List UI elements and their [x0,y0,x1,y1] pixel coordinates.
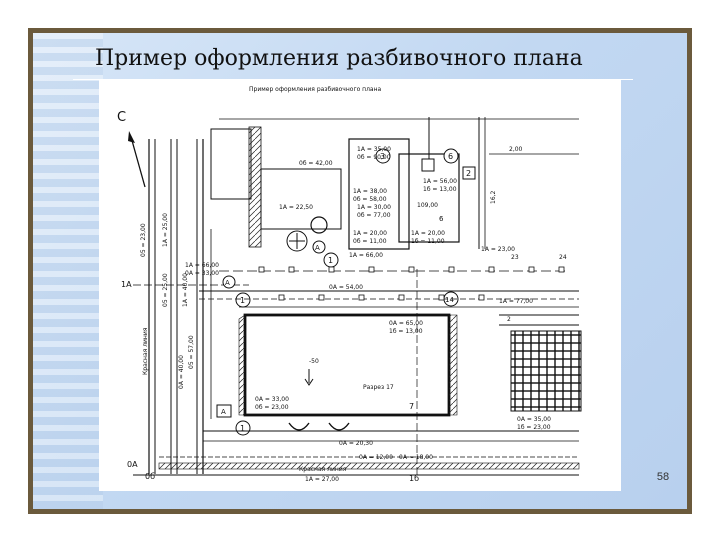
marker-6-text: 6 [448,152,453,161]
bollards-row-top [258,266,565,301]
label-0A-54: 0А = 54,00 [329,284,363,291]
label-v3: 05 = 25,00 [162,273,169,307]
marker-14-text: 14 [445,296,454,304]
bottom-curb [158,462,580,470]
marker-3 [375,148,391,164]
building-right [398,153,460,243]
label-109: 109,00 [417,202,438,209]
label-v5: 0А = 40,00 [178,355,185,389]
label-1A-20: 1А = 20,00 [353,230,387,237]
label-0A-12: 0А = 12,00 [359,454,393,461]
marker-A3 [216,404,232,418]
label-v2: 1А = 25,00 [162,213,169,247]
slide: Пример оформления разбивочного плана При… [33,33,687,509]
label-0b-11: 0б = 11,00 [353,238,387,245]
building-hatch-right [448,314,458,416]
label-0A-18: 0А = 18,00 [399,454,433,461]
axis-1b: 1б [409,474,419,483]
label-krasnaya: Красная линия [299,466,347,473]
label-0b-23: 0б = 23,00 [255,404,289,411]
layout-plan-drawing: Пример оформления разбивочного плана С 0… [99,79,621,491]
label-1A-77: 1А = 77,00 [499,298,533,305]
slide-title: Пример оформления разбивочного плана [95,46,583,71]
marker-A1-text: А [315,244,320,252]
label-1A-30: 1А = 30,00 [357,204,391,211]
label-0b-77: 0б = 77,00 [357,212,391,219]
label-1b-13b: 1б = 13,00 [389,328,423,335]
tree-circle [286,230,308,252]
label-1A-66a: 1А = 66,00 [349,252,383,259]
pipe-box [421,158,435,172]
entrance-curve-2 [328,422,350,431]
building-middle [348,138,410,250]
label-2: 2 [507,316,511,323]
north-letter: С [117,110,126,125]
label-1A-23: 1А = 23,00 [481,246,515,253]
label-2-00: 2,00 [509,146,523,153]
marker-A2-text: А [225,279,230,287]
label-1A-38: 1А = 38,00 [353,188,387,195]
marker-1b-text: 1 [240,296,245,305]
marker-A2 [222,275,236,289]
label-v1: 05 = 23,00 [140,223,147,257]
page-number: 58 [656,471,670,483]
label-7: 7 [409,402,414,411]
marker-1c-text: 1 [240,424,245,433]
paving-grid [510,330,582,412]
well-circle [310,216,328,234]
axis-0A: 0А [127,460,138,469]
label-1b-11: 1б = 11,00 [411,238,445,245]
label-0b-42: 0б = 42,00 [299,160,333,167]
building-small [260,168,342,230]
label-1A-35: 1А = 35,00 [357,146,391,153]
elevation-labels: 1А = 35,00 0б = 90,00 0б = 42,00 2,00 1А… [185,146,567,483]
north-arrow-head [128,131,135,143]
label-1A-27: 1А = 27,00 [305,476,339,483]
marker-3-text: 3 [380,152,385,161]
label-0b-90: 0б = 90,00 [357,154,391,161]
label-1A-66b: 1А = 66,00 [185,262,219,269]
plan-caption: Пример оформления разбивочного плана [249,86,382,93]
north-arrow-line [130,136,146,188]
marker-2-box [462,166,476,180]
label-6: 6 [439,215,444,223]
label-0A-33: 0А = 33,00 [185,270,219,277]
axis-0b: 0б [145,472,155,481]
label-0A-33b: 0А = 33,00 [255,396,289,403]
label-v4: 1А = 40,00 [182,273,189,307]
building-hatch-left [238,314,246,416]
label-razrez: Разрез 17 [363,384,394,391]
entrance-curve [288,422,310,431]
label-0A-20: 0А = 20,30 [339,440,373,447]
label-1A-56: 1А = 56,00 [423,178,457,185]
label-1A-22: 1А = 22,50 [279,204,313,211]
marker-1a-text: 1 [328,256,333,265]
building-left [210,128,252,200]
marker-6 [443,148,459,164]
slope-arrowhead [304,378,314,386]
label-v6: 05 = 57,00 [188,335,195,369]
label-v7: Красная линия [142,327,149,375]
label-0A-65: 0А = 65,00 [389,320,423,327]
marker-A1 [312,240,326,254]
label-1b-13: 1б = 13,00 [423,186,457,193]
marker-2-text: 2 [466,169,471,178]
hatched-wall-left [248,126,262,248]
label-1b-23: 1б = 23,00 [517,424,551,431]
label-16-2: 16,2 [490,190,497,204]
label-0A-35: 0А = 35,00 [517,416,551,423]
marker-A3-text: А [221,408,226,416]
label-1A-20b: 1А = 20,00 [411,230,445,237]
label-m50: -50 [309,358,319,365]
axis-1A-left: 1А [121,280,132,289]
slide-decoration [33,33,103,509]
label-24: 24 [559,254,567,261]
label-23: 23 [511,254,519,261]
label-0b-58: 0б = 58,00 [353,196,387,203]
plan-svg: Пример оформления разбивочного плана С 0… [117,86,582,483]
